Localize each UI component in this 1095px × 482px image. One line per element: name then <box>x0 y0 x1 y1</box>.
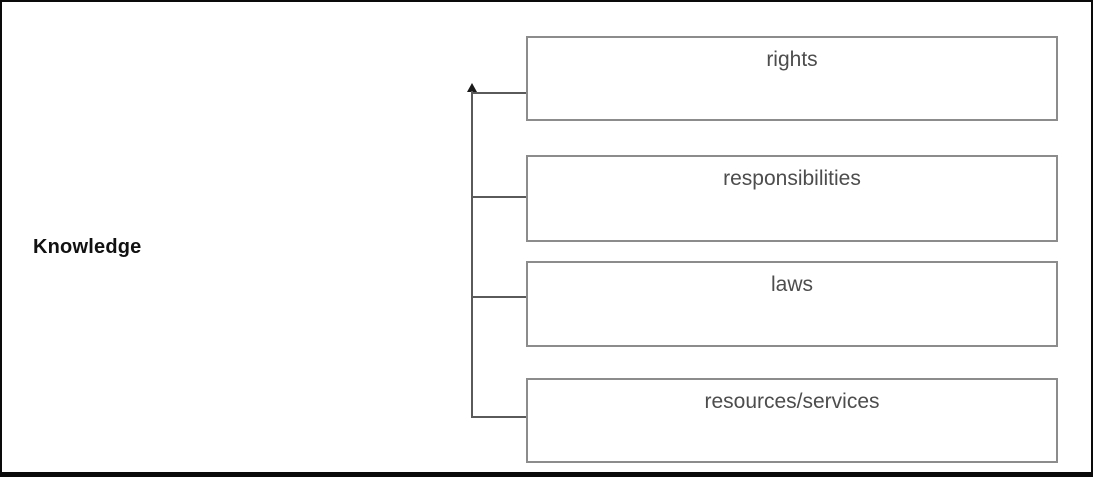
box-responsibilities: responsibilities <box>526 155 1058 242</box>
connector-responsibilities-line <box>472 196 528 198</box>
connector-vertical-line <box>471 91 473 418</box>
knowledge-label: Knowledge <box>33 236 142 258</box>
box-label: laws <box>770 273 813 296</box>
box-label: resources/services <box>704 390 880 413</box>
box-resources-services: resources/services <box>526 378 1058 463</box>
arrow-up-icon <box>467 83 477 92</box>
connector-resources-services-line <box>471 416 528 418</box>
box-label: rights <box>766 48 818 71</box>
connector-laws-line <box>472 296 528 298</box>
box-rights: rights <box>526 36 1058 121</box>
box-laws: laws <box>526 261 1058 347</box>
connector-rights-line <box>472 92 537 94</box>
box-label: responsibilities <box>723 167 861 190</box>
